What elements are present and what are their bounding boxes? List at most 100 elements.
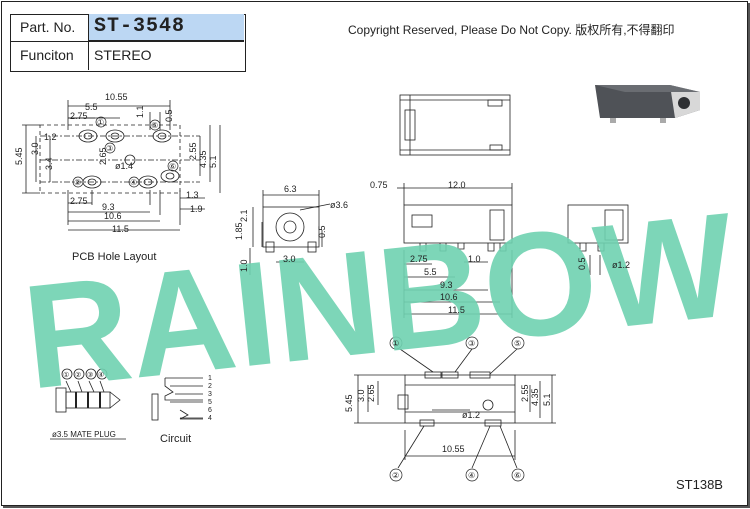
dim-3-4: 3.4	[44, 157, 54, 170]
side-dim-1-0: 1.0	[239, 259, 249, 272]
circuit-pin-2: 2	[208, 383, 212, 390]
watermark-text: RAINBOW	[17, 182, 743, 421]
bottom-dim-5-45: 5.45	[344, 394, 354, 412]
end-view	[567, 204, 629, 275]
circuit-pin-3: 3	[208, 391, 212, 398]
plug-pin-1: ①	[63, 371, 69, 379]
dim-1-2: 1.2	[44, 132, 57, 142]
part-value: ST-3548	[94, 15, 186, 38]
function-value: STEREO	[94, 47, 152, 63]
front-view	[397, 183, 513, 318]
dim-9-3: 9.3	[102, 202, 115, 212]
side-dim-phi-3-6: ø3.6	[330, 200, 348, 210]
bottom-pin-6: ⑥	[514, 471, 521, 480]
pcb-hole-inner	[110, 132, 120, 140]
dim-10-6: 10.6	[104, 211, 122, 221]
bottom-pin-2: ②	[392, 471, 399, 480]
side-dim-1-85: 1.85	[234, 222, 244, 240]
dim-11-5: 11.5	[112, 224, 129, 234]
dim-4-35: 4.35	[198, 150, 208, 168]
dim-phi-1-4: ø1.4	[115, 161, 133, 171]
dim-2-75-b: 2.75	[70, 196, 88, 206]
dim-1-9: 1.9	[190, 204, 203, 214]
front-dim-1-0: 1.0	[468, 254, 481, 264]
bottom-view	[354, 348, 556, 469]
front-dim-0-75: 0.75	[370, 180, 388, 190]
end-dim-phi-1-2: ø1.2	[612, 260, 630, 270]
table-divider	[10, 41, 244, 42]
pin-marker-4	[128, 176, 140, 188]
side-dim-0-5: 0.5	[317, 225, 327, 238]
pin-label-3: ③	[106, 144, 113, 153]
dim-2-75: 2.75	[70, 111, 88, 121]
top-view	[399, 94, 511, 156]
model-code: ST138B	[676, 477, 723, 492]
pin-marker-6	[167, 160, 179, 172]
plug-pin-4: ④	[98, 371, 104, 379]
side-body	[262, 206, 320, 248]
end-dim-0-5: 0.5	[577, 257, 587, 270]
side-dim-2-1: 2.1	[239, 209, 249, 222]
pcb-layout-label: PCB Hole Layout	[72, 251, 156, 263]
dim-1-1: 1.1	[135, 105, 145, 118]
part-label: Part. No.	[20, 19, 76, 35]
front-dim-11-5: 11.5	[448, 305, 465, 315]
top-body	[399, 94, 511, 156]
bottom-dim-4-35: 4.35	[530, 388, 540, 406]
mate-plug-label: ø3.5 MATE PLUG	[52, 430, 116, 439]
side-dim-6-3: 6.3	[284, 184, 297, 194]
bottom-pin-5: ⑤	[514, 339, 521, 348]
pin-marker-3	[104, 142, 116, 154]
pcb-pin-markers	[72, 116, 179, 188]
bottom-dim-2-55: 2.55	[520, 384, 530, 402]
pin-label-1: ①	[97, 118, 104, 127]
dim-5-1: 5.1	[208, 155, 218, 168]
dim-1-3: 1.3	[186, 190, 199, 200]
circuit-schematic	[151, 377, 203, 421]
dim-5-5: 5.5	[85, 102, 98, 112]
bottom-dim-3-0: 3.0	[356, 389, 366, 402]
front-dim-10-6: 10.6	[440, 292, 458, 302]
bottom-dim-2-65: 2.65	[366, 384, 376, 402]
circuit-pin-6: 6	[208, 407, 212, 414]
dim-0-5: 0.5	[164, 109, 174, 122]
circuit-label: Circuit	[160, 433, 191, 445]
front-dim-2-75: 2.75	[410, 254, 428, 264]
bottom-dim-5-1: 5.1	[542, 393, 552, 406]
plug-pin-3: ③	[87, 371, 93, 379]
circuit-pin-5: 5	[208, 399, 212, 406]
plug-pin-2: ②	[75, 371, 81, 379]
bottom-dim-phi-1-2: ø1.2	[462, 410, 480, 420]
pin-marker-2	[72, 176, 84, 188]
dim-3-0: 3.0	[30, 142, 40, 155]
function-label: Funciton	[20, 47, 74, 63]
front-dim-12-0: 12.0	[448, 180, 466, 190]
pin-label-2: ②	[74, 178, 81, 187]
dim-2-65: 2.65	[98, 147, 108, 165]
bottom-pin-1: ①	[392, 339, 399, 348]
copyright-notice: Copyright Reserved, Please Do Not Copy. …	[348, 23, 675, 37]
pcb-hole-layout	[22, 100, 221, 231]
bottom-body	[404, 374, 516, 424]
dim-2-55: 2.55	[188, 142, 198, 160]
side-view	[249, 190, 331, 275]
pcb-hole-inner	[165, 172, 175, 180]
front-dim-5-5: 5.5	[424, 267, 437, 277]
mate-plug	[50, 368, 126, 440]
pin-marker-5	[149, 119, 161, 131]
table-divider	[88, 14, 89, 70]
circuit-pin-4: 4	[208, 415, 212, 422]
pin-label-5: ⑤	[151, 121, 158, 130]
front-dim-9-3: 9.3	[440, 280, 453, 290]
jack-opening	[275, 212, 305, 242]
bottom-pin-markers	[389, 336, 525, 482]
dim-5-45: 5.45	[14, 147, 24, 165]
bottom-pin-3: ③	[468, 339, 475, 348]
dim-10-55: 10.55	[105, 92, 128, 102]
circuit-pin-1: 1	[208, 375, 212, 382]
pin-label-4: ④	[130, 178, 137, 187]
pcb-outline	[39, 124, 181, 194]
